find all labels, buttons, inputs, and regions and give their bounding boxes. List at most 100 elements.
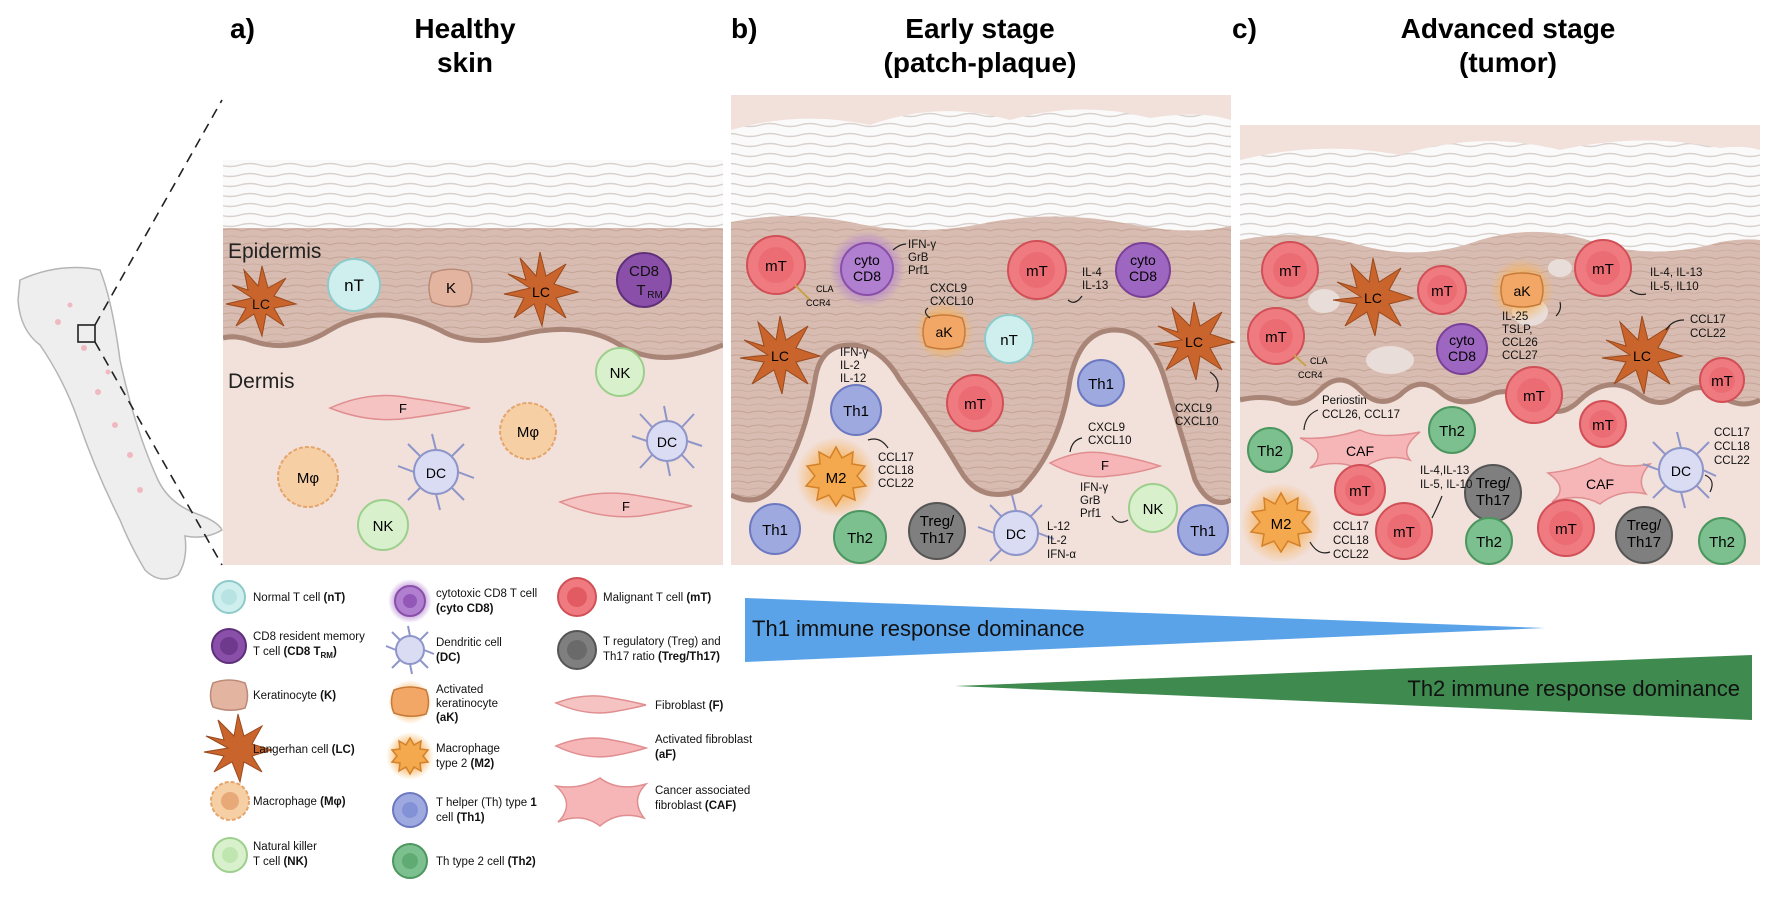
svg-text:T helper (Th) type 1: T helper (Th) type 1 xyxy=(436,797,537,809)
svg-text:T cell (NK): T cell (NK) xyxy=(253,856,308,868)
svg-text:Malignant T cell (mT): Malignant T cell (mT) xyxy=(603,592,711,604)
th1-cell-b4: Th1 xyxy=(1177,504,1229,556)
svg-text:CCL17: CCL17 xyxy=(1714,427,1750,439)
legend-item-th1: T helper (Th) type 1 cell (Th1) xyxy=(392,792,537,828)
langerhans-cell-a1: LC xyxy=(225,265,298,338)
legend-item-lc: Langerhan cell (LC) xyxy=(203,713,355,784)
dendritic-cell-b: DC xyxy=(977,494,1055,562)
svg-text:CCL18: CCL18 xyxy=(878,465,914,477)
ccr4-label-c: CCR4 xyxy=(1298,370,1323,380)
langerhans-cell-b1: LC xyxy=(739,315,822,395)
svg-text:Mφ: Mφ xyxy=(517,424,539,441)
dendritic-cell-a1: DC xyxy=(631,405,703,477)
svg-text:NK: NK xyxy=(373,518,394,535)
svg-text:GrB: GrB xyxy=(908,252,929,264)
svg-text:CXCL9: CXCL9 xyxy=(1175,403,1212,415)
arm-illustration xyxy=(17,99,223,580)
svg-text:Th17: Th17 xyxy=(920,530,954,547)
svg-text:F: F xyxy=(622,499,630,514)
langerhans-cell-a2: LC xyxy=(503,251,580,328)
svg-text:cyto: cyto xyxy=(854,252,880,268)
svg-text:LC: LC xyxy=(1185,334,1203,350)
svg-text:cell (Th1): cell (Th1) xyxy=(436,812,485,824)
m2-macrophage-b: M2 xyxy=(796,437,876,517)
legend-item-cd8trm: CD8 resident memory T cell (CD8 TRM) xyxy=(211,628,365,664)
svg-text:IL-2: IL-2 xyxy=(1047,535,1067,547)
svg-text:aK: aK xyxy=(935,324,953,340)
cla-label-c: CLA xyxy=(1310,356,1328,366)
nk-cell-a1: NK xyxy=(595,347,645,397)
caf-c1: CAF xyxy=(1299,429,1421,471)
panel-c-cytokines: IL-4, IL-13 IL-5, IL10 IL-25 TSLP, CCL26… xyxy=(1303,267,1750,561)
svg-text:M2: M2 xyxy=(1271,516,1292,533)
legend-item-m2: Macrophage type 2 (M2) xyxy=(386,732,500,780)
fibroblast-a2: F xyxy=(557,492,693,518)
svg-text:DC: DC xyxy=(1006,526,1026,542)
panel-a-cells: LC nT K LC CD8 T RM NK F Mφ xyxy=(225,251,703,551)
cyto-cd8-cell-b: cyto CD8 xyxy=(829,231,905,307)
zoom-line-bottom xyxy=(94,341,223,566)
svg-text:mT: mT xyxy=(1711,373,1733,390)
keratinocyte-a: K xyxy=(428,268,473,308)
legend-item-f: Fibroblast (F) xyxy=(554,695,724,714)
svg-text:Cancer associated: Cancer associated xyxy=(655,785,750,797)
cd8-trm-cell-a: CD8 T RM xyxy=(616,252,672,308)
malignant-t-cell-c3: mT xyxy=(1574,239,1632,297)
macrophage-a2: Mφ xyxy=(277,446,339,508)
normal-t-cell-b: nT xyxy=(984,314,1034,364)
svg-text:IL-12: IL-12 xyxy=(840,373,866,385)
svg-text:mT: mT xyxy=(1431,283,1453,300)
svg-text:Th2: Th2 xyxy=(1257,443,1283,460)
panel-b-title2: (patch-plaque) xyxy=(884,47,1077,78)
malignant-t-cell-b1: mT xyxy=(746,235,806,295)
svg-text:mT: mT xyxy=(1026,263,1048,280)
langerhans-cell-c1: LC xyxy=(1332,257,1415,337)
svg-text:F: F xyxy=(1101,458,1109,473)
svg-text:cyto: cyto xyxy=(1130,252,1156,268)
svg-text:mT: mT xyxy=(1555,521,1577,538)
svg-text:CCL26: CCL26 xyxy=(1502,337,1538,349)
svg-text:Th2: Th2 xyxy=(1709,534,1735,551)
svg-text:Fibroblast (F): Fibroblast (F) xyxy=(655,700,724,712)
fibroblast-a1: F xyxy=(328,394,471,421)
legend-item-af: Activated fibroblast (aF) xyxy=(554,734,753,761)
svg-text:mT: mT xyxy=(1393,524,1415,541)
legend-item-th2: Th type 2 cell (Th2) xyxy=(392,843,536,879)
langerhans-cell-c2: LC xyxy=(1601,315,1684,395)
svg-text:IFN-α: IFN-α xyxy=(1047,549,1076,561)
panel-c-title: Advanced stage xyxy=(1401,13,1616,44)
malignant-t-cell-b2: mT xyxy=(1007,240,1067,300)
th2-cell-c1: Th2 xyxy=(1428,406,1476,454)
legend-item-ak: Activated keratinocyte (aK) xyxy=(388,680,498,724)
macrophage-a1: Mφ xyxy=(499,402,557,460)
svg-text:fibroblast (CAF): fibroblast (CAF) xyxy=(655,800,736,812)
legend-item-dc: Dendritic cell (DC) xyxy=(385,625,502,675)
th1-cell-b2: Th1 xyxy=(1077,359,1125,407)
panel-c-cells: mT LC mT aK mT mT CLA CCR4 cyto CD8 xyxy=(1241,239,1746,565)
th2-dominance-wedge: Th2 immune response dominance xyxy=(955,655,1752,720)
svg-text:IFN-γ: IFN-γ xyxy=(1080,482,1108,494)
svg-text:IL-4, IL-13: IL-4, IL-13 xyxy=(1650,267,1702,279)
legend-item-cytocd8: cytotoxic CD8 T cell (cyto CD8) xyxy=(388,579,537,623)
svg-text:IL-4: IL-4 xyxy=(1082,267,1102,279)
svg-text:CCL18: CCL18 xyxy=(1714,441,1750,453)
langerhans-cell-b2: LC xyxy=(1153,301,1236,381)
svg-text:RM: RM xyxy=(647,290,663,301)
th1-cell-b3: Th1 xyxy=(749,503,801,555)
svg-text:Th1: Th1 xyxy=(843,403,869,420)
svg-text:Treg/: Treg/ xyxy=(1627,517,1662,534)
malignant-t-cell-c4: mT xyxy=(1247,307,1305,365)
svg-text:M2: M2 xyxy=(826,470,847,487)
epidermis-label: Epidermis xyxy=(228,240,321,263)
svg-text:Treg/: Treg/ xyxy=(1476,475,1511,492)
svg-text:CCL17: CCL17 xyxy=(1333,521,1369,533)
legend-item-mphi: Macrophage (Mφ) xyxy=(210,781,346,821)
svg-text:DC: DC xyxy=(657,434,677,450)
svg-text:T regulatory (Treg) and: T regulatory (Treg) and xyxy=(603,636,721,648)
svg-text:CAF: CAF xyxy=(1586,476,1614,492)
malignant-t-cell-c10: mT xyxy=(1537,499,1595,557)
svg-text:LC: LC xyxy=(771,348,789,364)
svg-text:CXCL10: CXCL10 xyxy=(930,296,973,308)
svg-text:NK: NK xyxy=(610,365,631,382)
svg-text:Keratinocyte (K): Keratinocyte (K) xyxy=(253,690,336,702)
